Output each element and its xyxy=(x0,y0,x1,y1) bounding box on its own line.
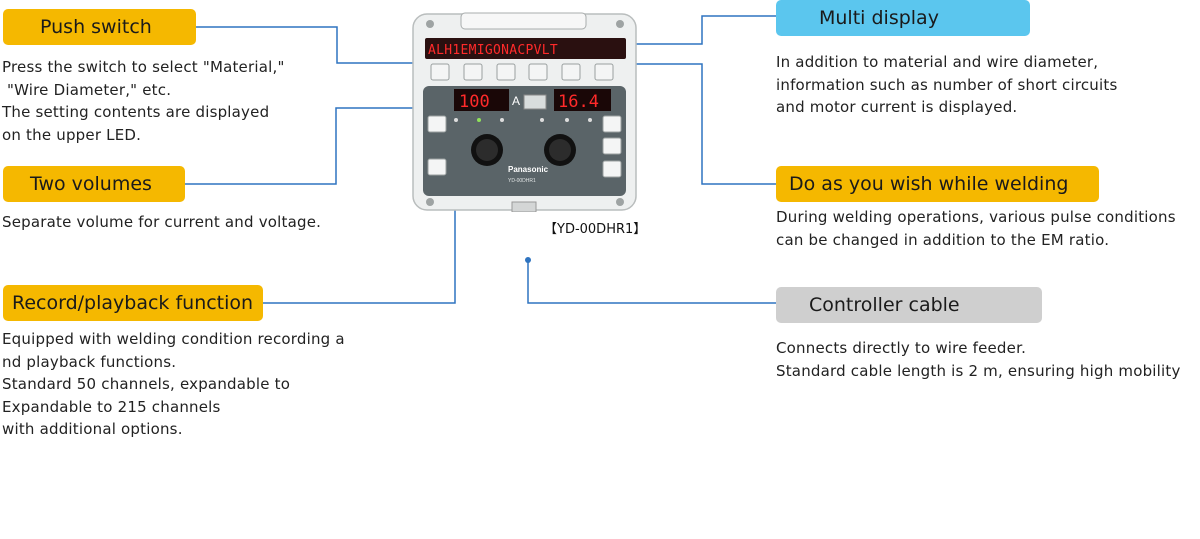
callout-controller-cable-title: Controller cable xyxy=(776,287,1042,323)
leader-push-switch xyxy=(196,26,440,64)
callout-do-as-you-wish-text: During welding operations, various pulse… xyxy=(776,208,1176,249)
led-display-text: ALH1EMIGONACPVLT xyxy=(428,43,558,58)
callout-do-as-you-wish-title: Do as you wish while welding xyxy=(776,166,1099,202)
current-readout: 100 xyxy=(459,92,490,112)
callout-controller-cable-text: Connects directly to wire feeder. Standa… xyxy=(776,339,1181,380)
callout-push-switch-text: Press the switch to select "Material," "… xyxy=(2,58,285,144)
callout-two-volumes-text: Separate volume for current and voltage. xyxy=(2,213,322,231)
callout-multi-display-text: In addition to material and wire diamete… xyxy=(776,53,1118,116)
leader-record-playback xyxy=(263,178,456,304)
brand-label: Panasonic xyxy=(508,165,549,174)
leader-multi-display xyxy=(625,15,776,45)
callout-two-volumes-title: Two volumes xyxy=(3,166,185,202)
callout-record-playback-text: Equipped with welding condition recordin… xyxy=(2,330,345,438)
callout-push-switch-title: Push switch xyxy=(3,9,196,45)
leader-do-as-you-wish xyxy=(616,63,776,185)
controller-device: ALH1EMIGONACPVLT 100 A 16.4 Panasonic YD… xyxy=(412,12,637,212)
model-small-label: YD-00DHR1 xyxy=(508,178,536,184)
device-model-label: 【YD-00DHR1】 xyxy=(544,222,647,237)
voltage-readout: 16.4 xyxy=(558,92,599,112)
leader-controller-cable xyxy=(527,260,776,304)
callout-multi-display-title: Multi display xyxy=(776,0,1030,36)
callout-record-playback-title: Record/playback function xyxy=(3,285,263,321)
current-unit: A xyxy=(512,94,520,108)
